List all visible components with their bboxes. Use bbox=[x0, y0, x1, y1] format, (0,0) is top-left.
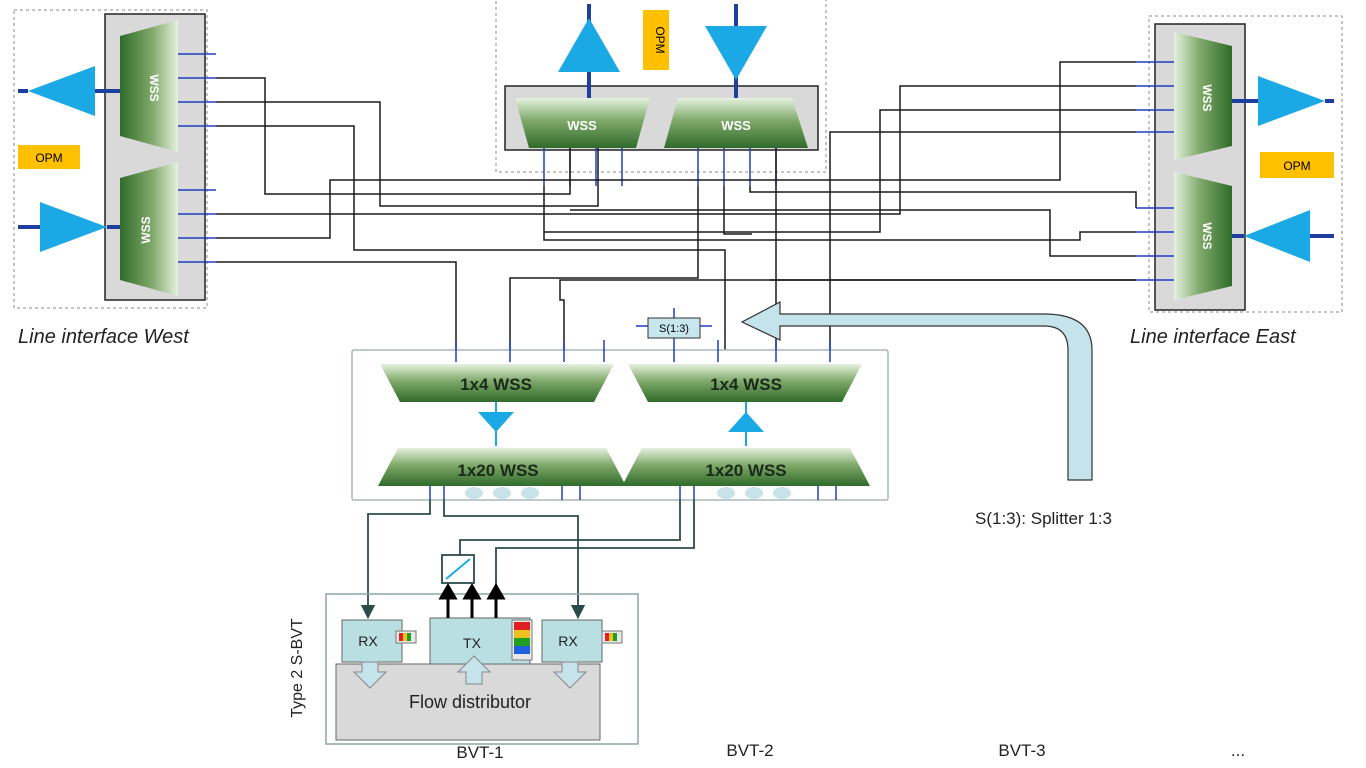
west-amplifier-in-icon bbox=[40, 202, 107, 252]
flow-distributor-label: Flow distributor bbox=[409, 692, 531, 712]
rx-right-flow-arrow-icon bbox=[552, 661, 588, 689]
east-wss-upper bbox=[1174, 32, 1232, 160]
line-interface-west: WSS WSS OPM Line interface West bbox=[13, 9, 216, 348]
rx-left-flow-arrow-icon bbox=[352, 661, 388, 689]
s-bvt-block: Type 2 S-BVT Flow distributor RX TX RX bbox=[289, 583, 639, 745]
splitter-box-label: S(1:3) bbox=[659, 323, 689, 335]
rx-right-box bbox=[541, 619, 603, 663]
west-wss-lower bbox=[120, 162, 178, 296]
splitter-legend: S(1:3): Splitter 1:3 bbox=[975, 509, 1112, 528]
bvt-more-label: ... bbox=[1231, 741, 1245, 760]
west-wss-upper bbox=[120, 20, 178, 152]
line-interface-west-label: Line interface West bbox=[18, 326, 190, 348]
rx-left-label: RX bbox=[358, 633, 378, 649]
bvt1-label: BVT-1 bbox=[456, 743, 503, 762]
wss-1x4-add-label: 1x4 WSS bbox=[710, 375, 782, 394]
bvt3-label: BVT-3 bbox=[998, 741, 1045, 760]
line-interface-east: WSS WSS OPM Line interface East bbox=[1130, 15, 1343, 348]
fiber-interconnects bbox=[216, 61, 1137, 350]
wss-1x20-add bbox=[622, 448, 870, 486]
local-wss-right-label: WSS bbox=[721, 118, 751, 133]
tx-flow-arrow-icon bbox=[456, 655, 492, 685]
wss-1x4-add bbox=[628, 364, 862, 402]
local-wss-left-label: WSS bbox=[567, 118, 597, 133]
bvt2-label: BVT-2 bbox=[726, 741, 773, 760]
east-amplifier-out-icon bbox=[1258, 76, 1325, 126]
wss-1x4-drop bbox=[380, 364, 614, 402]
add-drop-module: 1x4 WSS 1x4 WSS 1x20 WSS 1x20 WSS bbox=[351, 308, 889, 501]
east-amplifier-in-icon bbox=[1244, 210, 1310, 262]
local-wss-right bbox=[664, 98, 808, 148]
east-wss-lower-label: WSS bbox=[1200, 222, 1214, 249]
east-opm-label: OPM bbox=[1283, 159, 1310, 173]
local-amplifier-up-icon bbox=[558, 18, 620, 72]
s-bvt-type-label: Type 2 S-BVT bbox=[289, 618, 306, 718]
add-amplifier-icon bbox=[728, 412, 764, 432]
local-amplifier-down-icon bbox=[705, 26, 767, 80]
rx-right-label: RX bbox=[558, 633, 578, 649]
drop-amplifier-icon bbox=[478, 412, 514, 432]
local-wss-left bbox=[515, 98, 650, 148]
bvt-fibers bbox=[360, 500, 695, 620]
west-amplifier-out-icon bbox=[28, 66, 95, 116]
wss-1x20-drop-label: 1x20 WSS bbox=[457, 461, 538, 480]
wss-1x4-drop-label: 1x4 WSS bbox=[460, 375, 532, 394]
east-wss-upper-label: WSS bbox=[1200, 84, 1214, 111]
east-opm-badge bbox=[1260, 152, 1334, 178]
west-opm-badge bbox=[18, 145, 80, 169]
line-interface-east-label: Line interface East bbox=[1130, 326, 1297, 348]
local-node: WSS WSS OPM bbox=[495, 0, 827, 186]
west-wss-lower-label: WSS bbox=[139, 216, 153, 243]
tx-label: TX bbox=[463, 635, 482, 651]
east-wss-lower bbox=[1174, 172, 1232, 300]
wss-1x20-add-label: 1x20 WSS bbox=[705, 461, 786, 480]
wss-1x20-drop bbox=[378, 448, 626, 486]
west-opm-label: OPM bbox=[35, 151, 62, 165]
splitter-box: S(1:3) bbox=[636, 317, 712, 339]
local-opm-badge bbox=[643, 10, 669, 70]
scaling-arrow-icon bbox=[740, 301, 1093, 481]
west-wss-upper-label: WSS bbox=[147, 74, 161, 101]
local-opm-label: OPM bbox=[653, 26, 667, 53]
